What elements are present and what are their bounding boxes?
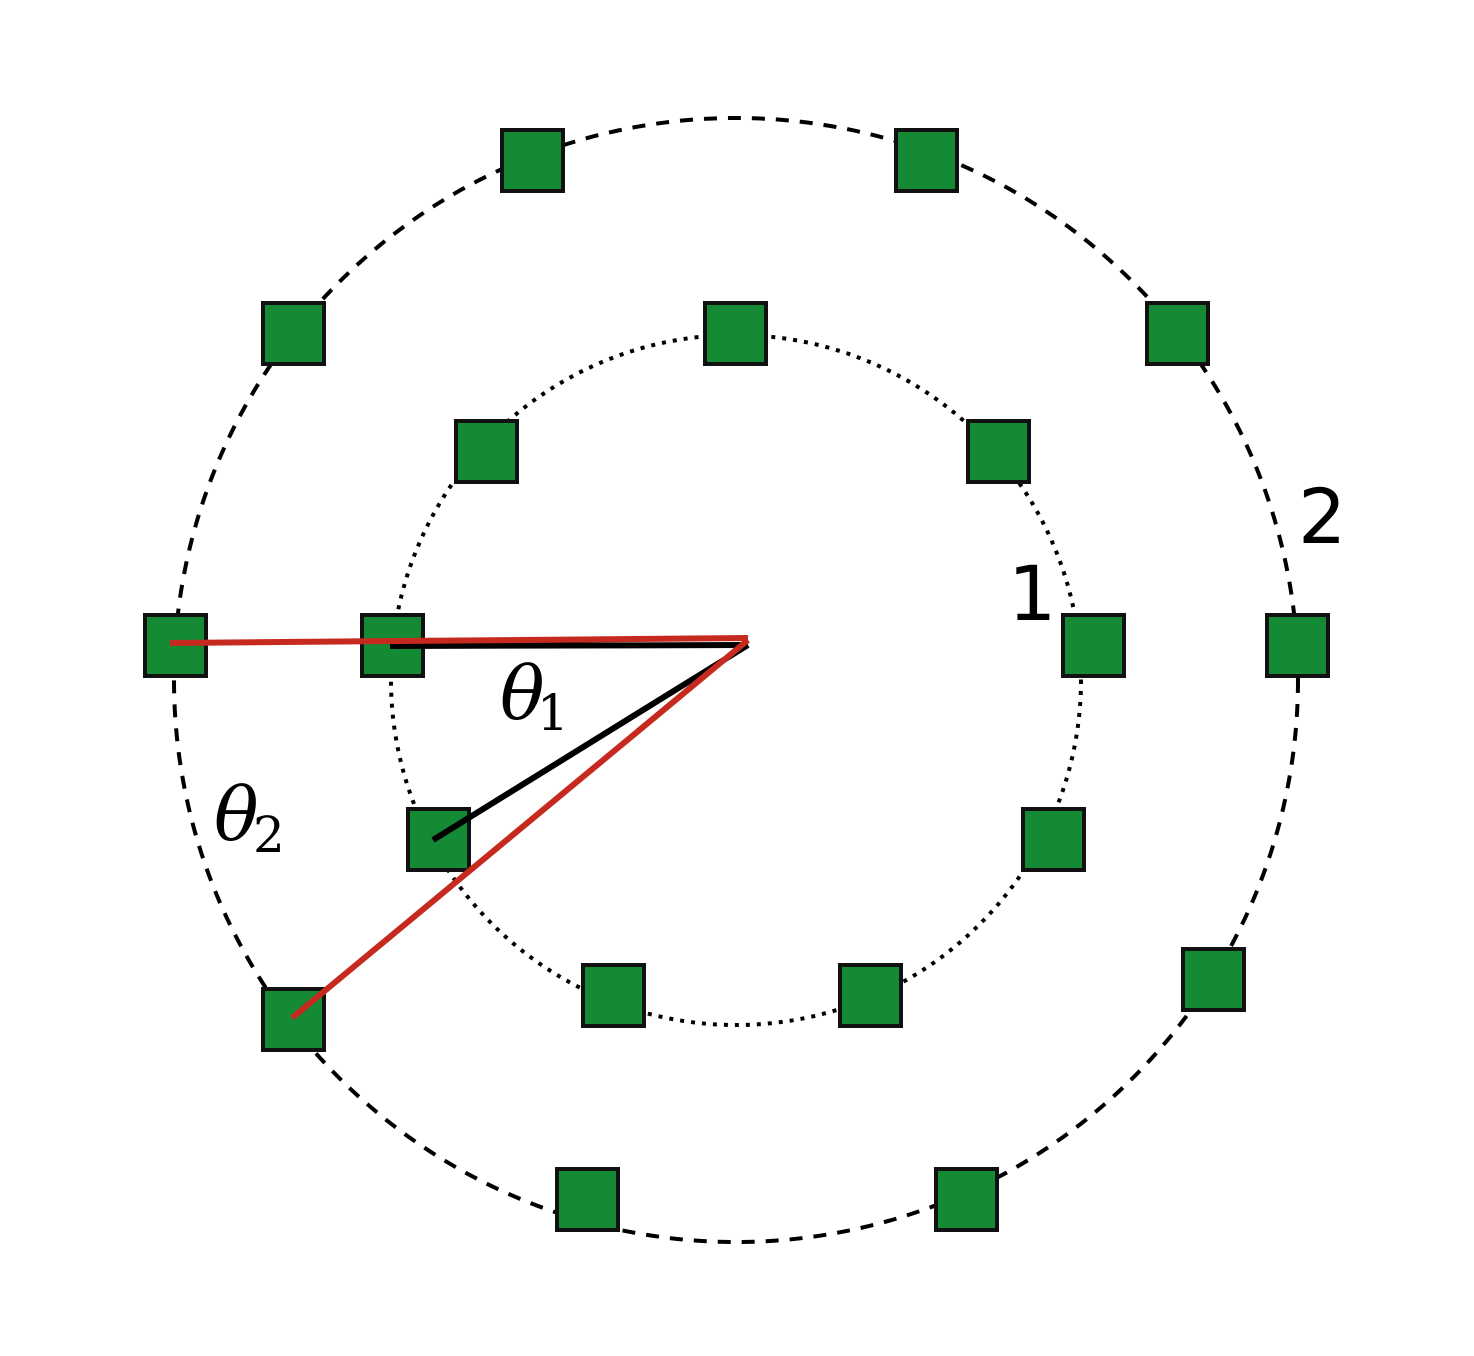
theta1-arm-line: [431, 642, 750, 843]
theta2-symbol: θ: [214, 772, 259, 858]
theta1-subscript: 1: [537, 684, 569, 742]
inner-node: [581, 963, 646, 1028]
ring-label-inner: 1: [1008, 549, 1056, 638]
angle-lines: [169, 635, 750, 1021]
outer-node: [934, 1167, 999, 1232]
outer-node: [894, 128, 959, 193]
inner-node: [1021, 807, 1086, 872]
outer-ring: [172, 116, 1300, 1244]
inner-node: [838, 963, 903, 1028]
outer-node: [1145, 301, 1210, 366]
outer-node: [500, 128, 565, 193]
theta2-subscript: 2: [253, 806, 285, 864]
inner-node: [454, 419, 519, 484]
inner-node: [703, 301, 768, 366]
theta2-arm-line: [290, 637, 750, 1021]
outer-node: [1265, 613, 1330, 678]
theta2-label: θ 2: [214, 772, 285, 864]
inner-node: [966, 419, 1031, 484]
inner-node: [1061, 613, 1126, 678]
outer-node: [1181, 947, 1246, 1012]
outer-ring-nodes: [143, 128, 1330, 1232]
theta1-base-line: [389, 642, 749, 649]
inner-ring: [389, 333, 1083, 1027]
outer-node: [261, 301, 326, 366]
theta2-base-line: [169, 635, 749, 646]
theta1-label: θ 1: [500, 651, 569, 742]
theta1-symbol: θ: [500, 651, 545, 737]
ring-label-outer: 2: [1298, 472, 1346, 561]
outer-node: [555, 1167, 620, 1232]
inner-ring-nodes: [360, 301, 1126, 1028]
